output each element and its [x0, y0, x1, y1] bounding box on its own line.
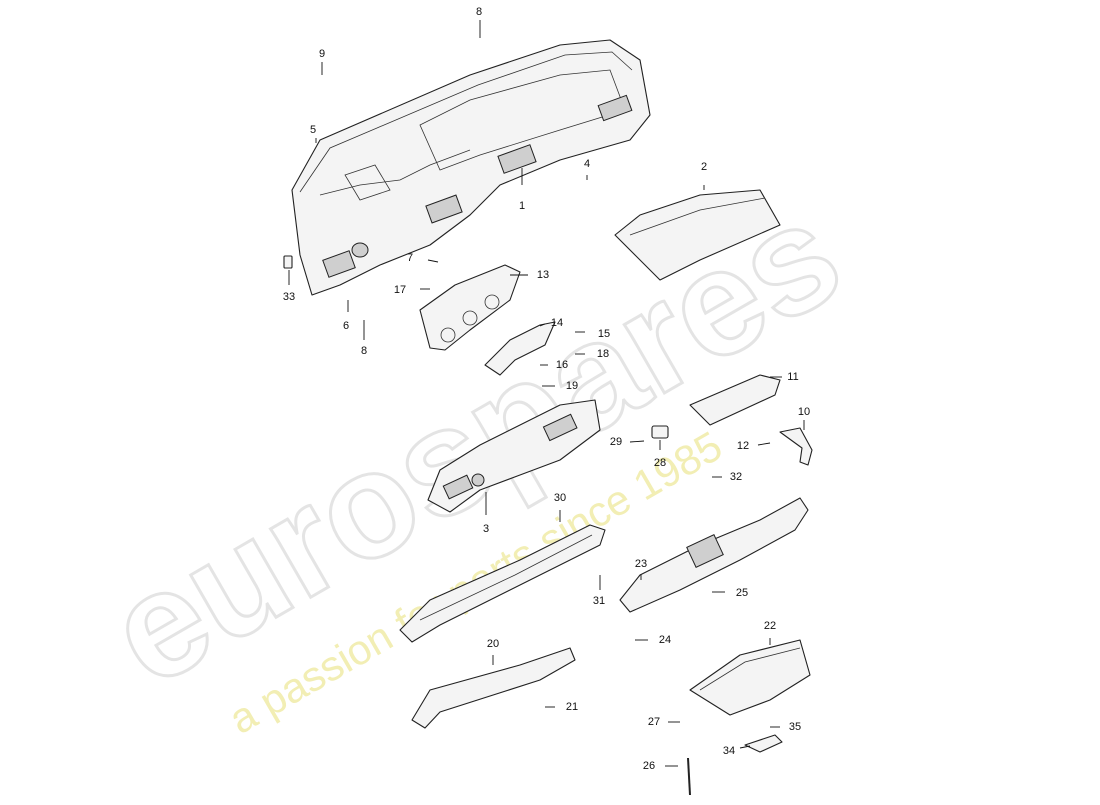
- callout-label: 2: [701, 161, 707, 173]
- callout-label: 15: [598, 328, 610, 340]
- callout-label: 17: [394, 284, 406, 296]
- callout-label: 32: [730, 471, 742, 483]
- glovebox-part-22: [689, 639, 811, 716]
- callout-label: 21: [566, 701, 578, 713]
- callout-label: 1: [519, 200, 525, 212]
- clip-part-28: [651, 425, 669, 439]
- callout-label: 23: [635, 558, 647, 570]
- callout-label: 30: [554, 492, 566, 504]
- bracket-part-10: [779, 427, 813, 466]
- callout-label: 10: [798, 406, 810, 418]
- callout-label: 8: [361, 345, 367, 357]
- callout-label: 26: [643, 760, 655, 772]
- instrument-housing-part: [419, 264, 521, 351]
- dashboard-top-cover-part: [614, 189, 781, 281]
- callout-label: 14: [551, 317, 563, 329]
- callout-labels: 1234567889101112131415161718192021222324…: [283, 6, 810, 772]
- callout-label: 7: [407, 252, 413, 264]
- callout-label: 31: [593, 595, 605, 607]
- callout-label: 34: [723, 745, 735, 757]
- leader-line: [629, 440, 645, 443]
- lower-dash-section-part: [427, 399, 601, 513]
- callout-label: 16: [556, 359, 568, 371]
- rod-part-26: [687, 757, 691, 796]
- callout-label: 3: [483, 523, 489, 535]
- lower-trim-part-20: [411, 647, 576, 729]
- callout-label: 28: [654, 457, 666, 469]
- callout-label: 8: [476, 6, 482, 18]
- callout-label: 29: [610, 436, 622, 448]
- callout-label: 6: [343, 320, 349, 332]
- leader-line: [739, 745, 751, 749]
- trim-strip-part-30: [399, 524, 606, 643]
- callout-label: 25: [736, 587, 748, 599]
- leader-line: [427, 259, 439, 263]
- callout-label: 5: [310, 124, 316, 136]
- dashboard-main-part: [291, 39, 651, 296]
- callout-label: 27: [648, 716, 660, 728]
- callout-label: 20: [487, 638, 499, 650]
- callout-label: 4: [584, 158, 590, 170]
- callout-label: 33: [283, 291, 295, 303]
- callout-label: 13: [537, 269, 549, 281]
- clip-part-33: [283, 255, 293, 269]
- leader-line: [757, 442, 771, 446]
- bracket-part-14: [484, 321, 556, 376]
- latch-part-34: [744, 734, 783, 753]
- callout-label: 12: [737, 440, 749, 452]
- leader-lines: [288, 20, 805, 767]
- bracket-plate-part-11: [689, 374, 781, 426]
- callout-label: 18: [597, 348, 609, 360]
- leader-line: [539, 323, 546, 327]
- glovebox-frame-part: [619, 497, 809, 613]
- callout-label: 22: [764, 620, 776, 632]
- callout-label: 11: [787, 371, 798, 383]
- callout-label: 35: [789, 721, 801, 733]
- callout-label: 9: [319, 48, 325, 60]
- callout-label: 24: [659, 634, 671, 646]
- callout-label: 19: [566, 380, 578, 392]
